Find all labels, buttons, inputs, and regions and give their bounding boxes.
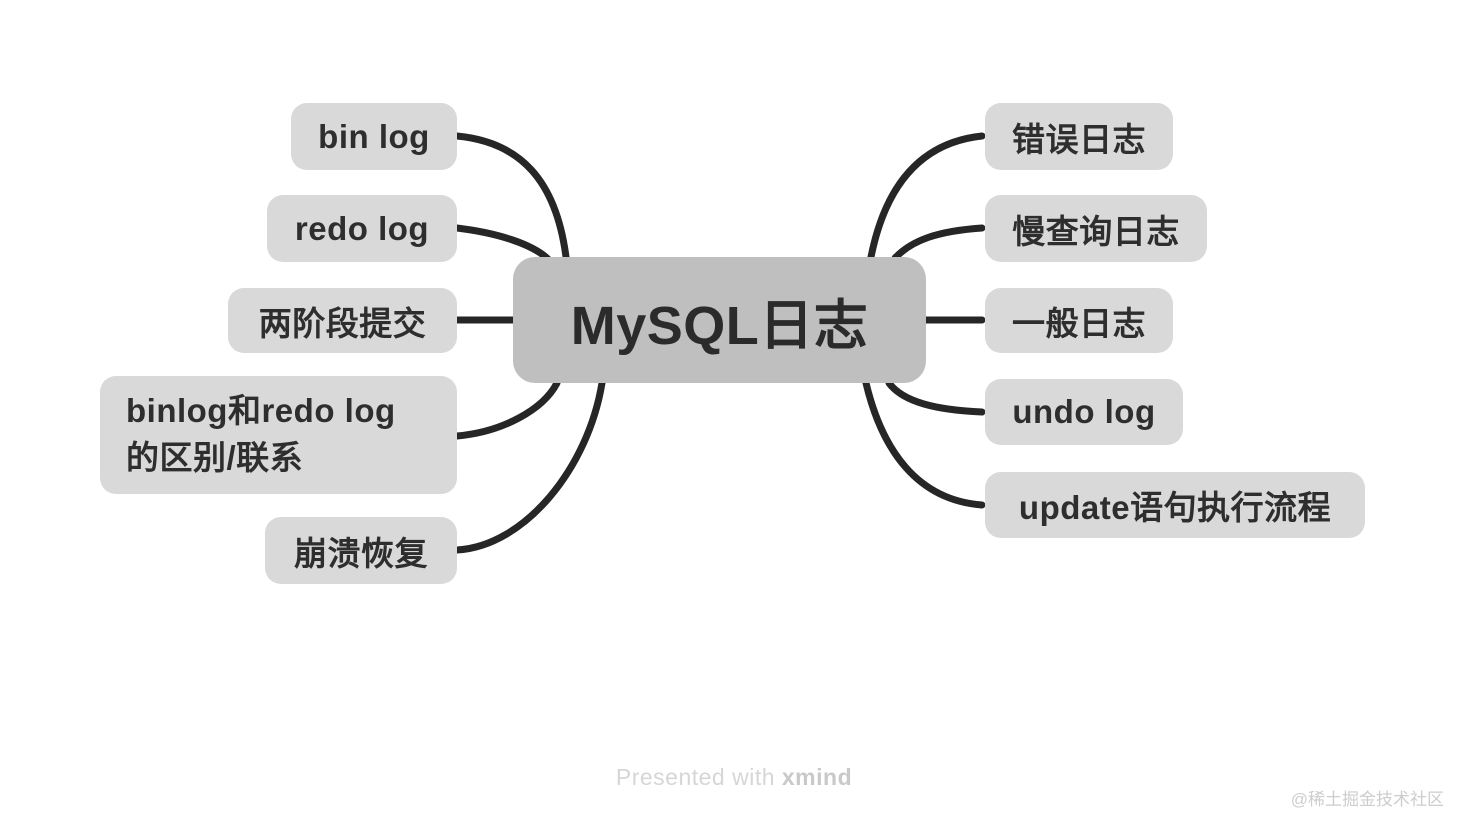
connector-update-flow [862, 379, 986, 509]
topic-slow-query-log[interactable]: 慢查询日志 [985, 195, 1207, 262]
watermark-juejin-community: @稀土掘金技术社区 [1290, 790, 1444, 809]
connector-undo-log [885, 379, 986, 416]
topic-error-log[interactable]: 错误日志 [985, 103, 1173, 170]
connector-redo-log [453, 224, 552, 263]
topic-undo-log[interactable]: undo log [985, 379, 1183, 445]
topic-two-phase-commit[interactable]: 两阶段提交 [228, 288, 457, 353]
footer-prefix: Presented with [615, 764, 782, 790]
topic-redo-log[interactable]: redo log [267, 195, 457, 262]
connector-binlog-redolog-diff [453, 379, 561, 440]
topic-update-flow[interactable]: update语句执行流程 [985, 472, 1365, 538]
connector-crash-recovery [453, 379, 606, 554]
topic-general-log[interactable]: 一般日志 [985, 288, 1173, 353]
root-topic-mysql-log[interactable]: MySQL日志 [513, 257, 926, 383]
topic-bin-log[interactable]: bin log [291, 103, 457, 170]
connector-bin-log [453, 132, 570, 261]
footer-brand-xmind: xmind [781, 764, 853, 790]
topic-crash-recovery[interactable]: 崩溃恢复 [265, 517, 457, 584]
topic-binlog-redolog-diff[interactable]: binlog和redo log 的区别/联系 [100, 376, 457, 494]
footer-presented-with: Presented with xmind [0, 764, 1468, 791]
connector-slow-query-log [891, 224, 986, 262]
connector-error-log [867, 132, 986, 261]
